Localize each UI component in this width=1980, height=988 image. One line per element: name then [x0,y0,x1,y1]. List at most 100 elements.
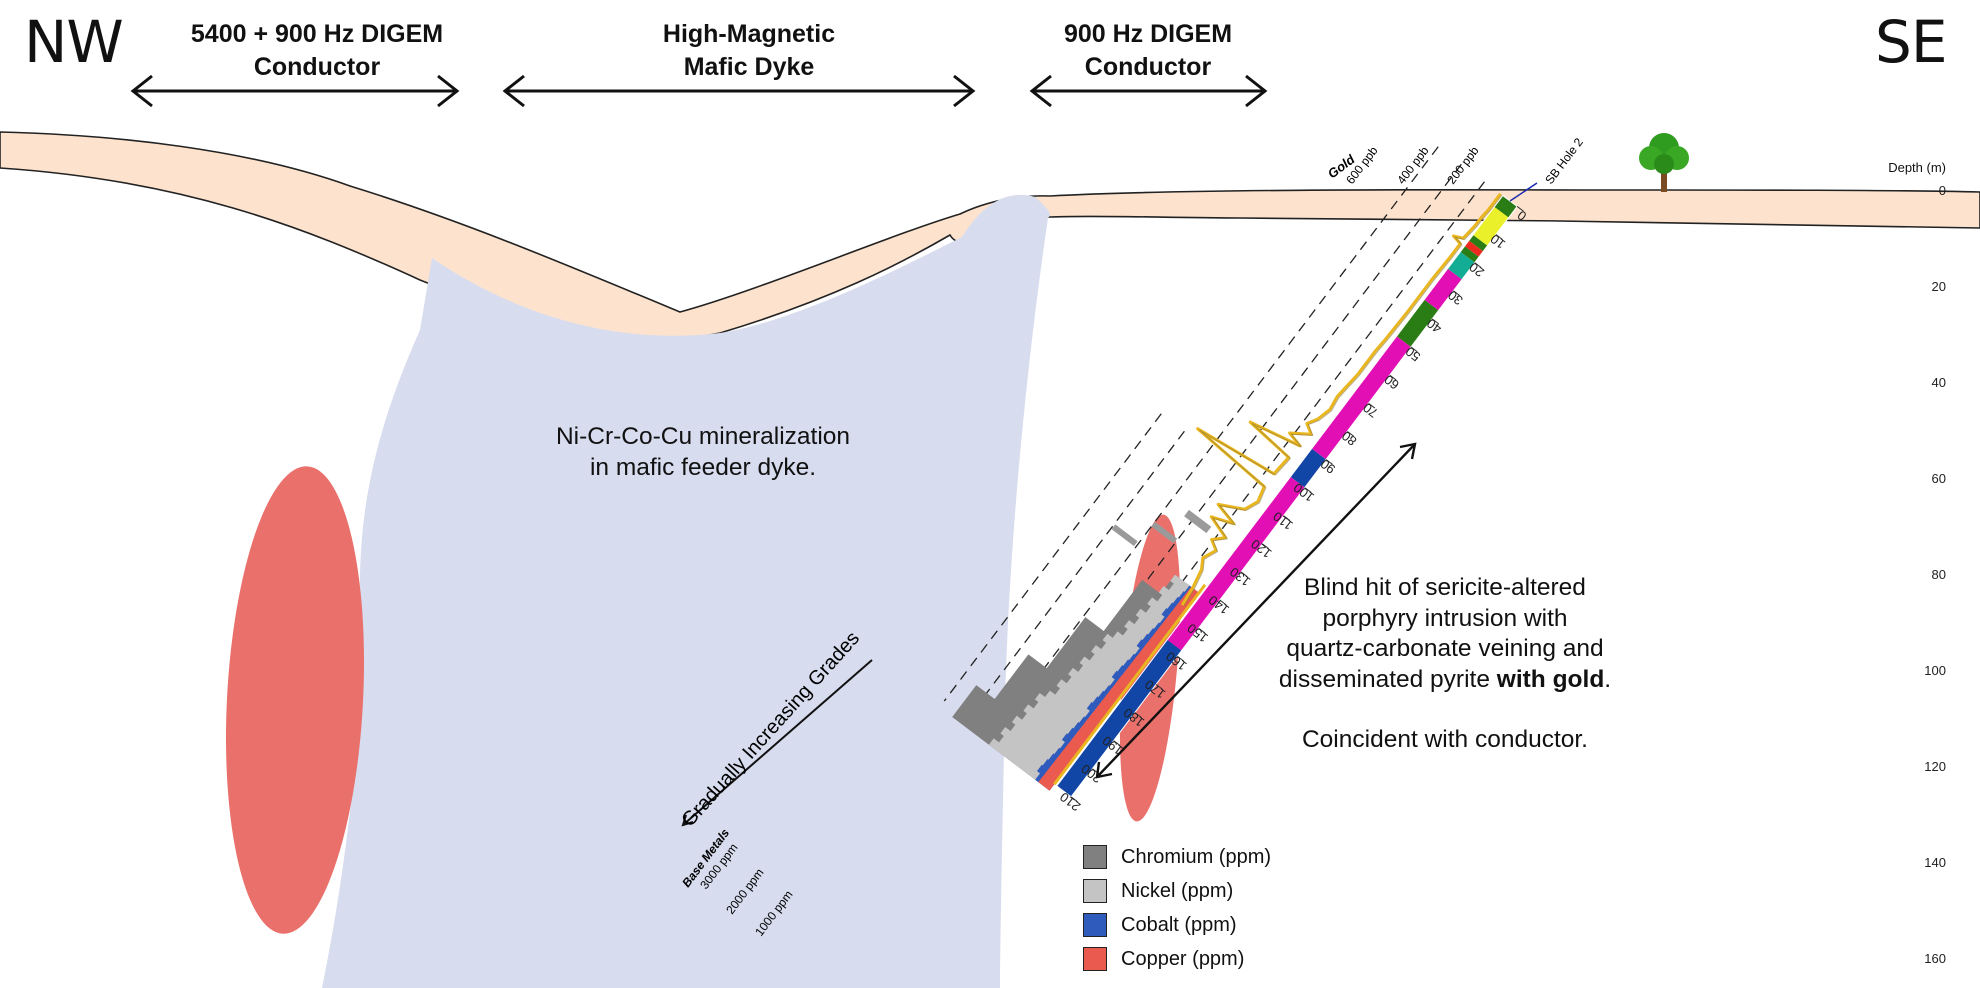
hole-tick [1516,206,1524,212]
direction-nw: NW [24,8,124,76]
hole-interval [1473,206,1509,246]
grades-arrow [681,659,873,827]
hole-tick [1325,459,1333,465]
hole-tick [1304,487,1312,493]
note-line: quartz-carbonate veining and [1286,635,1604,662]
hole-tick [1474,262,1482,268]
header-line: High-Magnetic [662,20,836,48]
legend-label: Nickel (ppm) [1121,879,1234,902]
base-metals-histogram [952,509,1212,791]
hole-interval [1056,639,1182,797]
hole-depth-label: 10 [1488,231,1509,252]
note-line: disseminated pyrite with gold. [1279,665,1611,696]
chromium-spike [1151,521,1178,544]
tree-icon [1639,133,1689,192]
hole-interval [1468,234,1488,252]
nickel-histogram [988,574,1200,791]
legend-swatch [1083,845,1107,869]
hole-tick [1453,290,1461,296]
hole-tick [1261,543,1269,550]
legend: Chromium (ppm) Nickel (ppm) Cobalt (ppm)… [1083,840,1271,976]
hole-depth-label: 80 [1339,428,1360,449]
note-line: in mafic feeder dyke. [589,453,817,481]
header-conductor-east: 900 Hz DIGEM Conductor [1064,18,1232,84]
note-line: porphyry intrusion with [1322,604,1568,632]
header-line: 900 Hz DIGEM [1063,20,1233,48]
legend-label: Cobalt (ppm) [1121,913,1237,936]
hole-tick [1134,712,1142,718]
chromium-spike [1111,524,1138,547]
header-line: Conductor [1084,53,1212,81]
hole-tick [1495,234,1503,240]
hole-depth-label: 210 [1057,789,1083,814]
hole-tick [1177,655,1185,662]
hole-depth-label: 70 [1360,400,1381,421]
legend-swatch [1083,879,1107,903]
hole-tick [1240,571,1248,578]
hole-depth-label: 30 [1445,287,1466,308]
legend-swatch [1083,947,1107,971]
header-arrows [130,74,1268,108]
header-mafic-dyke: High-Magnetic Mafic Dyke [663,18,835,84]
legend-label: Chromium (ppm) [1121,845,1272,868]
gold-tick-200: 200 ppb [1444,143,1482,186]
hole-tick [1155,684,1163,690]
gold-assay-trace-outline [1183,194,1503,607]
note-text: . [1604,665,1612,693]
hole-depth-label: 20 [1466,259,1487,280]
depth-tick-label: 120 [1924,759,1946,774]
hole-tick [1410,346,1418,353]
hole-interval [1396,299,1439,348]
legend-item-nickel: Nickel (ppm) [1083,874,1271,908]
depth-tick-label: 100 [1924,663,1946,678]
legend-label: Copper (ppm) [1121,947,1245,970]
gold-scale-line [991,146,1439,738]
note-line: Blind hit of sericite-altered [1304,574,1586,601]
hole-tick [1113,740,1121,746]
header-line: Mafic Dyke [683,53,815,81]
gold-baseline [1053,583,1207,786]
hole-tick [1219,599,1227,606]
hole-tick [1198,627,1206,634]
depth-tick-label: 20 [1932,279,1946,294]
copper-histogram [1038,586,1200,791]
base-scale-line [966,430,1185,719]
conductor-ellipse-west [225,466,365,934]
legend-swatch [1083,913,1107,937]
note-line: Coincident with conductor. [1301,726,1588,753]
header-line: Conductor [253,53,381,81]
header-line: 5400 + 900 Hz DIGEM [190,20,444,48]
hole-depth-label: 40 [1424,316,1445,337]
hole-interval [1167,476,1305,651]
header-conductor-west: 5400 + 900 Hz DIGEM Conductor [191,18,443,84]
hole-interval [1424,268,1462,311]
hole-depth-label: 90 [1318,456,1339,477]
note-bold: with gold [1496,665,1605,693]
legend-item-cobalt: Cobalt (ppm) [1083,908,1271,942]
hole-tick [1431,318,1439,325]
depth-tick-label: 140 [1924,855,1946,870]
depth-tick-label: 160 [1924,951,1946,966]
note-line: Ni-Cr-Co-Cu mineralization [555,423,851,450]
direction-se: SE [1875,8,1947,76]
note-text: disseminated pyrite [1278,665,1497,693]
legend-item-chromium: Chromium (ppm) [1083,840,1271,874]
blind-hit-arrow [1095,442,1417,779]
hole-interval [1447,251,1475,280]
dyke-note: Ni-Cr-Co-Cu mineralization in mafic feed… [556,422,850,483]
chromium-spike [1184,509,1212,534]
blind-hit-note: Blind hit of sericite-altered porphyry i… [1279,573,1611,756]
hole-interval [1464,240,1484,258]
hole-interval [1290,448,1327,488]
hole-depth-label: 50 [1403,344,1424,365]
hole-tick [1368,402,1376,409]
depth-tick-label: 60 [1932,471,1946,486]
hole-tick [1389,374,1397,381]
hole-label: SB Hole 2 [1542,135,1586,187]
legend-item-copper: Copper (ppm) [1083,942,1271,976]
depth-tick-label: 80 [1932,567,1946,582]
hole-depth-label: 60 [1381,372,1402,393]
hole-collar-line [1509,182,1538,202]
